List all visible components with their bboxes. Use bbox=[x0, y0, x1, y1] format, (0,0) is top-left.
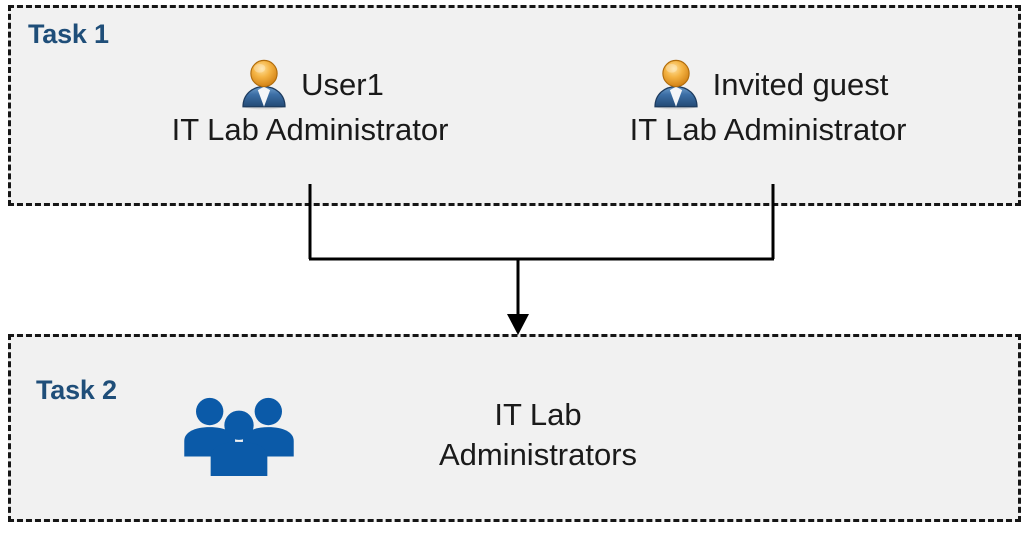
user-group-icon bbox=[184, 397, 294, 477]
task-2-label: Task 2 bbox=[36, 375, 117, 405]
person-user1-role: IT Lab Administrator bbox=[171, 112, 449, 147]
person-invited-guest: Invited guest IT Lab Administrator bbox=[578, 56, 958, 147]
person-user1-name: User1 bbox=[301, 66, 384, 102]
person-invited-guest-name: Invited guest bbox=[712, 66, 889, 102]
single-user-icon bbox=[242, 59, 287, 110]
task-1-label: Task 1 bbox=[28, 19, 109, 49]
arrow-head-icon bbox=[507, 314, 529, 335]
task-2-container bbox=[8, 334, 1021, 522]
person-invited-guest-header: Invited guest bbox=[578, 56, 958, 112]
person-user1: User1 IT Lab Administrator bbox=[120, 56, 500, 147]
group-row: IT Lab Administrators bbox=[180, 380, 880, 490]
person-user1-header: User1 bbox=[120, 56, 500, 112]
task-1-container bbox=[8, 5, 1021, 206]
group-name-label: IT Lab Administrators bbox=[438, 397, 638, 472]
person-invited-guest-role: IT Lab Administrator bbox=[629, 112, 907, 147]
single-user-icon bbox=[653, 59, 698, 110]
